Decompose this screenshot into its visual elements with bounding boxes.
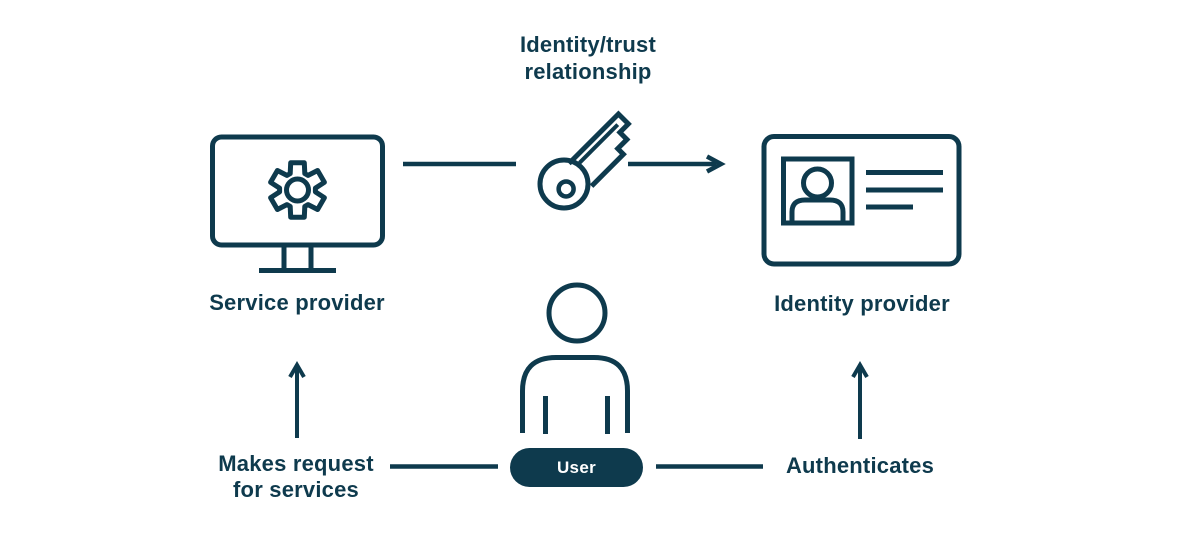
- arrowhead-up-left: [288, 361, 306, 379]
- id-card-icon: [761, 134, 962, 267]
- key-slot: [578, 123, 620, 165]
- service-provider-label: Service provider: [209, 290, 385, 315]
- diagram-title-line1: Identity/trust: [519, 32, 657, 57]
- gear-icon: [268, 160, 327, 220]
- id-photo-frame: [781, 156, 855, 226]
- diagram-title-line2: relationship: [524, 59, 652, 84]
- person-head: [546, 282, 608, 344]
- up-arrow-identity: [851, 361, 869, 439]
- person-arms: [543, 396, 610, 434]
- monitor-stand: [281, 245, 314, 270]
- makes-request-label: Makes request for services: [146, 451, 446, 502]
- key-hole: [556, 179, 576, 199]
- makes-request-line1: Makes request: [218, 451, 374, 476]
- id-card-outline: [761, 134, 962, 267]
- key-shaft: [567, 110, 632, 188]
- makes-request-line2: for services: [233, 476, 359, 502]
- person-body: [520, 355, 630, 433]
- user-badge-label: User: [556, 457, 596, 477]
- id-photo-head: [801, 166, 834, 200]
- up-arrow-service: [288, 361, 306, 438]
- user-badge: User: [510, 448, 643, 487]
- arrowhead-up-right: [851, 361, 869, 379]
- identity-provider-label: Identity provider: [774, 291, 950, 316]
- key-icon: [537, 110, 632, 211]
- diagram-title: Identity/trust relationship: [438, 31, 738, 85]
- authenticates-label: Authenticates: [785, 453, 935, 478]
- id-photo-shoulders: [789, 197, 846, 223]
- gear-hub: [284, 176, 311, 204]
- arrowhead-right: [705, 154, 726, 174]
- key-bow: [537, 157, 591, 211]
- monitor-icon: [210, 134, 385, 273]
- trust-arrow-right: [628, 154, 726, 174]
- monitor-screen: [210, 134, 385, 248]
- person-icon: [520, 282, 630, 434]
